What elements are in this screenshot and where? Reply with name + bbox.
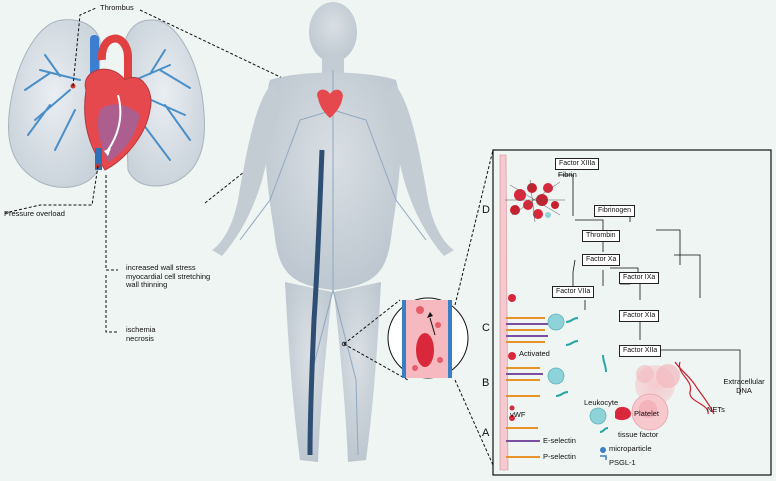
stage-c-adhesion [506, 294, 579, 346]
tissue-factor-icon [599, 427, 609, 433]
stage-label-b: B [482, 377, 490, 389]
fibrin-label: Fibrin [558, 170, 577, 179]
consequence-item: increased wall stress [126, 263, 196, 272]
bronchial-tree [24, 49, 191, 161]
right-leg [334, 282, 381, 462]
deep-vein [307, 149, 325, 456]
right-lung [123, 19, 206, 187]
zoom-thrombus [416, 333, 434, 367]
platelet-label: Platelet [634, 409, 660, 418]
stage-a-baseline [506, 415, 540, 458]
left-arm [212, 84, 282, 256]
microparticle-label: microparticle [609, 444, 652, 453]
vessel-wall [499, 154, 509, 471]
vessel-zoom-circle [387, 297, 469, 379]
nets-label: NETs [707, 405, 725, 414]
pressure-overload-label: Pressure overload [4, 209, 65, 218]
thrombus-site-marker [341, 341, 347, 347]
thrombus-label: Thrombus [100, 3, 134, 12]
e-selectin-label: E-selectin [543, 436, 576, 445]
consequence-item: wall thinning [126, 280, 168, 290]
p-selectin-label: P-selectin [543, 452, 576, 461]
leukocyte-label: Leukocyte [584, 398, 619, 407]
dna-icon [674, 361, 715, 415]
thrombin-box: Thrombin [582, 230, 620, 242]
stage-b-activation [506, 352, 607, 397]
consequence-group-1: increased wall stress myocardial cell st… [126, 263, 211, 290]
leukocyte-icon [589, 407, 607, 425]
consequence-item: necrosis [126, 333, 154, 343]
lungs-illustration [7, 19, 206, 188]
neck [322, 55, 344, 73]
extracellular-dna-label: Extracellular DNA [723, 377, 765, 395]
psgl1-label: PSGL-1 [609, 458, 636, 467]
leader-lines [4, 7, 319, 333]
consequence-item: myocardial cell stretching [126, 271, 211, 281]
tissue-factor-label: tissue factor [618, 430, 659, 439]
stage-label-d: D [482, 204, 490, 216]
aortic-arch [97, 34, 132, 80]
consequence-item: ischemia [126, 325, 156, 334]
factor-xiia-box: Factor XIIa [619, 345, 662, 357]
blood-flow-arrow [107, 94, 122, 151]
body-heart [317, 89, 343, 118]
right-arm [384, 84, 454, 256]
activated-label: Activated [519, 349, 550, 358]
consequence-group-2: ischemia necrosis [126, 325, 156, 343]
factor-ixa-box: Factor IXa [619, 272, 660, 284]
factor-xia-box: Factor XIa [619, 310, 660, 322]
psgl1-icon [600, 455, 607, 460]
head [309, 2, 357, 62]
stage-label-a: A [482, 427, 490, 439]
vwf-label: vWF [510, 410, 526, 419]
fibrin-clot [505, 179, 565, 223]
factor-xiiia-box: Factor XIIIa [555, 158, 600, 170]
factor-xa-box: Factor Xa [582, 254, 621, 266]
microparticle-icon [600, 447, 606, 453]
factor-viia-box: Factor VIIa [552, 286, 595, 298]
left-leg [285, 282, 332, 462]
nets-illustration [631, 361, 715, 431]
inferior-vena-cava [95, 148, 102, 170]
human-body [212, 2, 454, 462]
fibrinogen-box: Fibrinogen [594, 205, 636, 217]
stage-label-c: C [482, 322, 490, 334]
cascade-arrows [558, 174, 741, 395]
legend-icons [509, 405, 631, 460]
platelet-icon [615, 406, 631, 421]
